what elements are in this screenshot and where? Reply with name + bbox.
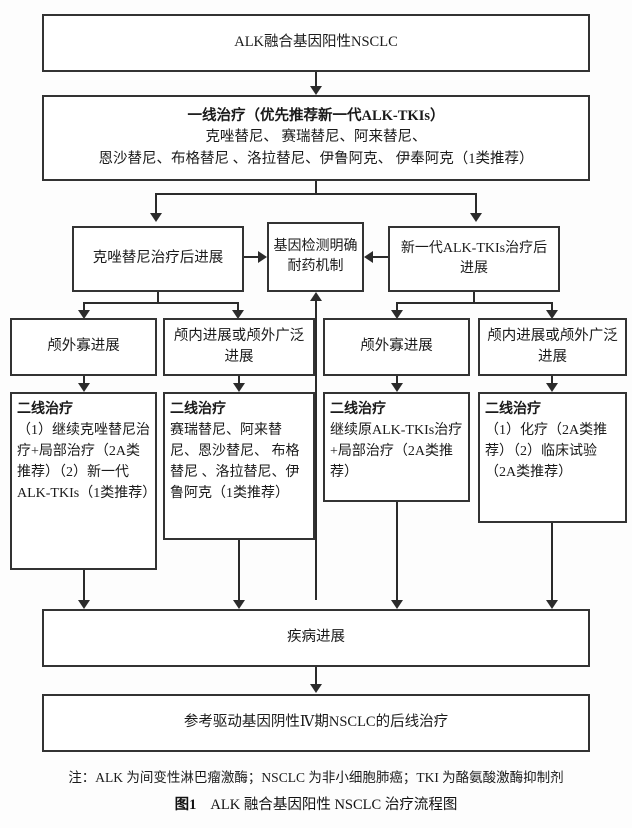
connector-to-prog-b [237, 302, 239, 314]
connector-to-prog-c [396, 302, 398, 314]
arrow-second-b-to-disease [233, 600, 245, 609]
node-first-line-line3: 恩沙替尼、布格替尼 、洛拉替尼、伊鲁阿克、 伊奉阿克（1类推荐） [98, 150, 534, 167]
connector-second-d-to-disease [551, 523, 553, 605]
connector-second-a-to-disease [83, 570, 85, 605]
node-second-line-a-body: （1）继续克唑替尼治疗+局部治疗（2A类推荐）（2）新一代ALK-TKIs（1类… [17, 423, 157, 501]
arrow-second-c-to-disease [391, 600, 403, 609]
arrow-to-prog-d [546, 310, 558, 319]
node-second-line-b-body: 赛瑞替尼、阿来替尼、恩沙替尼、 布格替尼 、洛拉替尼、伊鲁阿克（1类推荐） [170, 423, 300, 501]
connector-newgen-to-genetest [373, 256, 388, 258]
connector-root-to-firstline [315, 72, 317, 90]
node-second-line-b-heading: 二线治疗 [170, 402, 226, 417]
node-crizotinib-progress: 克唑替尼治疗后进展 [72, 226, 244, 292]
node-prog-c: 颅外寡进展 [323, 318, 470, 376]
connector-bus-to-newgen [475, 193, 477, 217]
node-first-line: 一线治疗（优先推荐新一代ALK-TKIs） 克唑替尼、 赛瑞替尼、阿来替尼、 恩… [42, 95, 590, 181]
node-crizotinib-progress-label: 克唑替尼治疗后进展 [92, 250, 224, 267]
arrow-newgen-to-genetest [364, 251, 373, 263]
node-prog-b-label: 颅内进展或颅外广泛进展 [173, 327, 305, 365]
connector-prog-a-to-second [83, 376, 85, 386]
arrow-disease-to-laterline [310, 684, 322, 693]
node-second-line-a-heading: 二线治疗 [17, 402, 73, 417]
figure-caption: 图1 ALK 融合基因阳性 NSCLC 治疗流程图 [0, 793, 632, 814]
connector-disease-to-laterline [315, 667, 317, 689]
node-prog-d-label: 颅内进展或颅外广泛进展 [487, 327, 618, 365]
node-second-line-a: 二线治疗 （1）继续克唑替尼治疗+局部治疗（2A类推荐）（2）新一代ALK-TK… [10, 392, 157, 570]
node-prog-b: 颅内进展或颅外广泛进展 [163, 318, 315, 376]
connector-to-prog-a [83, 302, 85, 314]
arrow-bus-to-crizotinib [150, 213, 162, 222]
node-gene-test: 基因检测明确耐药机制 [267, 222, 364, 292]
connector-prog-b-to-second [238, 376, 240, 386]
connector-firstline-down [315, 181, 317, 195]
connector-prog-c-to-second [396, 376, 398, 386]
arrow-second-d-to-disease [546, 600, 558, 609]
connector-second-b-to-disease [238, 540, 240, 605]
arrow-to-prog-a [78, 310, 90, 319]
node-prog-d: 颅内进展或颅外广泛进展 [478, 318, 627, 376]
connector-bus-to-crizotinib [155, 193, 157, 217]
node-root-label: ALK融合基因阳性NSCLC [234, 34, 398, 51]
node-prog-c-label: 颅外寡进展 [360, 338, 433, 355]
node-later-line: 参考驱动基因阴性Ⅳ期NSCLC的后线治疗 [42, 694, 590, 752]
arrow-up-to-genetest [310, 292, 322, 301]
node-root: ALK融合基因阳性NSCLC [42, 14, 590, 72]
node-disease-progress-label: 疾病进展 [287, 629, 345, 646]
connector-crizotinib-down [157, 292, 159, 304]
connector-newgen-down [473, 292, 475, 304]
figure-caption-number: 图1 [174, 797, 197, 813]
bus-firstline-split [155, 193, 477, 195]
figure-caption-title: ALK 融合基因阳性 NSCLC 治疗流程图 [210, 797, 458, 813]
node-second-line-b: 二线治疗 赛瑞替尼、阿来替尼、恩沙替尼、 布格替尼 、洛拉替尼、伊鲁阿克（1类推… [163, 392, 315, 540]
arrow-prog-d-to-second [546, 383, 558, 392]
arrow-prog-b-to-second [233, 383, 245, 392]
node-first-line-line2: 克唑替尼、 赛瑞替尼、阿来替尼、 [205, 129, 427, 146]
arrow-to-prog-b [232, 310, 244, 319]
node-disease-progress: 疾病进展 [42, 609, 590, 667]
node-newgen-progress: 新一代ALK-TKIs治疗后进展 [388, 226, 560, 292]
bus-newgen-split [396, 302, 553, 304]
node-newgen-progress-label: 新一代ALK-TKIs治疗后进展 [400, 240, 548, 276]
node-later-line-label: 参考驱动基因阴性Ⅳ期NSCLC的后线治疗 [183, 714, 449, 731]
arrow-root-to-firstline [310, 86, 322, 95]
arrow-bus-to-newgen [470, 213, 482, 222]
arrow-crizotinib-to-genetest [258, 251, 267, 263]
arrow-prog-c-to-second [391, 383, 403, 392]
node-second-line-c-heading: 二线治疗 [330, 402, 386, 417]
connector-to-prog-d [551, 302, 553, 314]
node-gene-test-label: 基因检测明确耐药机制 [273, 238, 358, 274]
arrow-to-prog-c [391, 310, 403, 319]
connector-diseaseprogress-to-genetest [315, 301, 317, 600]
figure-note: 注：ALK 为间变性淋巴瘤激酶；NSCLC 为非小细胞肺癌；TKI 为酪氨酸激酶… [68, 770, 564, 785]
node-first-line-heading: 一线治疗（优先推荐新一代ALK-TKIs） [187, 108, 445, 125]
arrow-prog-a-to-second [78, 383, 90, 392]
node-prog-a-label: 颅外寡进展 [47, 338, 120, 355]
node-second-line-d-body: （1）化疗（2A类推荐）（2）临床试验（2A类推荐） [485, 423, 608, 480]
node-second-line-d-heading: 二线治疗 [485, 402, 541, 417]
node-prog-a: 颅外寡进展 [10, 318, 157, 376]
arrow-second-a-to-disease [78, 600, 90, 609]
node-second-line-d: 二线治疗 （1）化疗（2A类推荐）（2）临床试验（2A类推荐） [478, 392, 627, 523]
connector-second-c-to-disease [396, 502, 398, 605]
bus-crizotinib-split [83, 302, 239, 304]
node-second-line-c: 二线治疗 继续原ALK-TKIs治疗+局部治疗（2A类推荐） [323, 392, 470, 502]
node-second-line-c-body: 继续原ALK-TKIs治疗+局部治疗（2A类推荐） [330, 423, 463, 480]
connector-crizotinib-to-genetest [244, 256, 259, 258]
connector-prog-d-to-second [551, 376, 553, 386]
